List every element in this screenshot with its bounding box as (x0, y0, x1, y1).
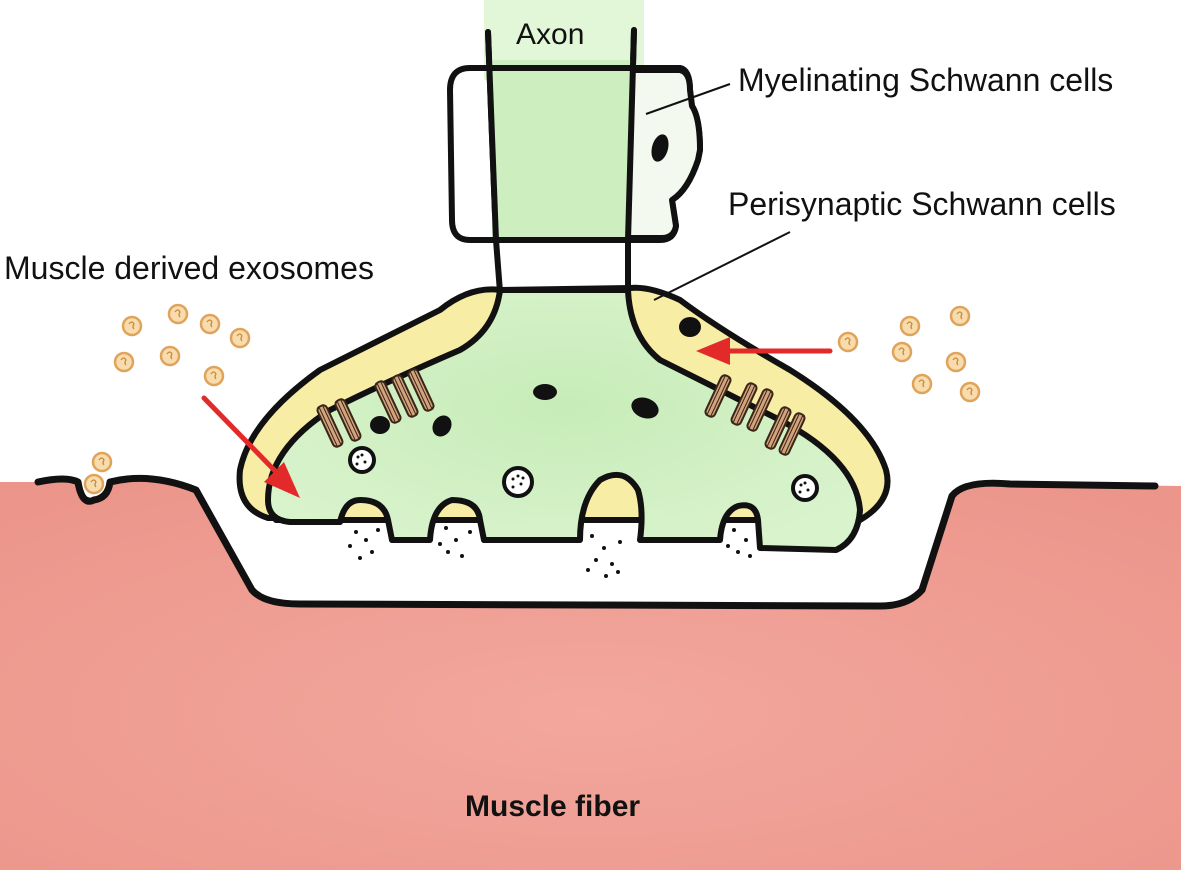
synaptic-vesicle (348, 446, 376, 474)
muscle-fiber (0, 478, 1181, 870)
synaptic-vesicle (791, 474, 819, 502)
exosome-budding (91, 451, 113, 473)
axon-shaft (492, 60, 632, 240)
neurotransmitter-release (348, 526, 752, 578)
mitochondrion (631, 397, 659, 419)
axon-left-line (485, 29, 499, 243)
perisynaptic-nucleus (679, 317, 701, 337)
synaptic-vesicle (502, 466, 534, 498)
mitochondrion (370, 416, 390, 434)
axon-right-line (625, 27, 637, 243)
myelin-cell-outline (628, 67, 703, 241)
uptake-arrow-right (696, 337, 833, 365)
nerve-terminal (265, 287, 863, 553)
exosomes-right (837, 305, 981, 403)
mitochondrion (432, 415, 452, 437)
muscle-fiber-label: Muscle fiber (465, 790, 641, 823)
uptake-arrow-left (201, 395, 300, 498)
perisynaptic-schwann-label: Perisynaptic Schwann cells (728, 186, 1116, 222)
mitochondrion (533, 384, 557, 400)
exosome-budding (83, 473, 105, 495)
axon-label: Axon (516, 18, 585, 51)
muscle-membrane (34, 474, 1159, 610)
exosomes-label: Muscle derived exosomes (4, 250, 374, 286)
leader-myelinating (645, 83, 731, 115)
myelinating-schwann-label: Myelinating Schwann cells (738, 62, 1114, 98)
exosomes-left (113, 303, 251, 387)
leader-perisynaptic (653, 231, 791, 301)
myelin-nucleus (651, 134, 669, 162)
